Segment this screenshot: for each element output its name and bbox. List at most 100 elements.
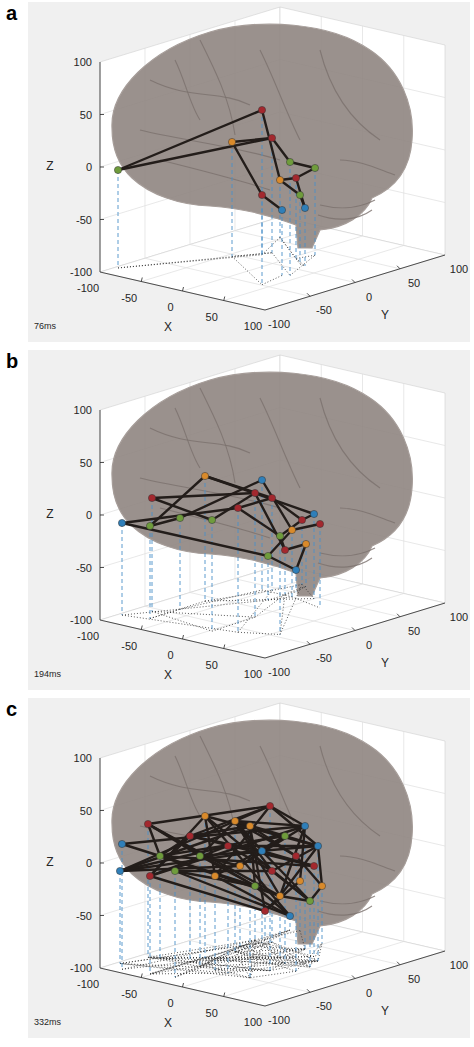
tick-label: -100 <box>268 1014 290 1026</box>
drop-line <box>255 493 256 617</box>
brain-sulcus <box>340 856 395 871</box>
tick-label: -100 <box>70 614 92 626</box>
floor-projection <box>150 939 265 974</box>
drop-line <box>292 530 293 597</box>
panel-letter: b <box>6 350 18 372</box>
network-node <box>268 867 275 874</box>
axis-title: Z <box>46 856 53 869</box>
tick-label: -100 <box>268 666 290 678</box>
floor-projection <box>120 942 262 963</box>
network-node <box>276 532 283 539</box>
network-node <box>258 476 265 483</box>
drop-line <box>296 178 297 258</box>
network-node <box>301 822 308 829</box>
network-node <box>176 514 183 521</box>
brain-sulcus <box>200 388 235 483</box>
drop-line <box>180 518 181 609</box>
axis-tick <box>397 266 400 269</box>
axis-tick <box>224 993 225 997</box>
tick-label: -100 <box>70 962 92 974</box>
drop-line <box>212 520 213 631</box>
figure-background <box>28 2 470 342</box>
network-node <box>156 852 163 859</box>
floor-projection <box>272 942 318 961</box>
floor-projection <box>232 256 262 284</box>
network-node <box>118 519 125 526</box>
network-node <box>258 191 265 198</box>
network-link <box>318 846 322 886</box>
floor-projection <box>150 609 180 618</box>
tick-label: 50 <box>80 109 92 121</box>
axis-tick <box>307 989 310 992</box>
drop-line <box>255 886 256 940</box>
floor-projection <box>205 958 318 961</box>
drop-line <box>282 210 283 275</box>
floor-projection <box>122 940 255 969</box>
network-node <box>268 134 275 141</box>
floor-projection <box>318 943 322 961</box>
brain-sulcus <box>160 508 270 538</box>
drop-line <box>215 876 216 970</box>
tick-label: 50 <box>408 973 420 985</box>
tick-label: -50 <box>121 988 137 1000</box>
axis-tick <box>100 114 104 115</box>
drop-line <box>200 856 201 966</box>
network-node <box>146 522 153 529</box>
floor-projection <box>148 940 255 957</box>
network-link <box>290 162 315 168</box>
floor-projection <box>300 931 305 949</box>
drop-line <box>315 168 316 255</box>
grid-line <box>183 932 363 987</box>
network-node <box>261 907 268 914</box>
brain-sulcus <box>200 736 235 831</box>
network-node <box>258 847 265 854</box>
network-node <box>306 897 313 904</box>
network-node <box>246 822 253 829</box>
grid-line <box>183 236 363 291</box>
network-link <box>160 856 280 896</box>
tick-label: 50 <box>408 277 420 289</box>
floor-projection <box>272 253 290 276</box>
network-link <box>118 138 272 170</box>
floor-projection <box>265 939 280 958</box>
brain-sulcus <box>200 40 235 135</box>
network-node <box>310 862 317 869</box>
tick-label: 0 <box>86 161 92 173</box>
floor-projection <box>212 617 255 631</box>
floor-projection <box>262 275 282 284</box>
panel-letter: c <box>6 698 17 720</box>
axis-title: Y <box>381 657 389 670</box>
brain-sulcus <box>320 398 380 488</box>
tick-label: 50 <box>206 311 218 323</box>
grid-line <box>190 245 355 283</box>
drop-line <box>228 846 229 973</box>
brain-sulcus <box>320 896 375 904</box>
drop-line <box>118 170 119 268</box>
network-node <box>292 566 299 573</box>
drop-line <box>300 195 301 264</box>
network-link <box>175 870 272 872</box>
plot-panel <box>28 350 470 690</box>
axis-line <box>100 62 445 310</box>
tick-label: -100 <box>77 630 99 642</box>
tick-label: 0 <box>366 987 372 999</box>
network-node <box>208 516 215 523</box>
grid-line <box>190 593 355 631</box>
floor-projection <box>238 632 280 634</box>
axis-tick <box>100 863 104 864</box>
drop-line <box>285 836 286 963</box>
axis-tick <box>100 219 104 220</box>
axis-tick <box>100 810 104 811</box>
axis-tick <box>100 515 104 516</box>
network-node <box>144 820 151 827</box>
tick-label: -50 <box>316 304 332 316</box>
network-node <box>228 138 235 145</box>
drop-line <box>265 911 266 939</box>
floor-projection <box>150 601 205 618</box>
brain-sulcus <box>150 776 250 801</box>
floor-projection <box>280 958 310 967</box>
brain-outline <box>112 24 412 248</box>
floor <box>100 217 445 310</box>
tick-label: -100 <box>268 318 290 330</box>
